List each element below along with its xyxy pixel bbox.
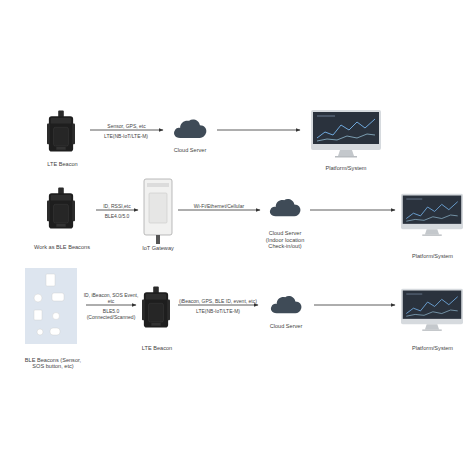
monitor-icon (401, 289, 463, 331)
device-node: BLE Beacons (Sensor, SOS button, etc) (20, 266, 86, 370)
edge-label: ID, iBeacon, SOS Event, etc (83, 292, 139, 304)
edge-label: (iBeacon, GPS, BLE ID, event, etc) (175, 298, 261, 304)
flow-arrow (178, 305, 258, 306)
iot-gateway-device (144, 179, 172, 244)
cloud-icon (174, 120, 206, 138)
protocol-label: BLE5.0 (Connected/Scanned) (86, 308, 136, 320)
flow-arrow (310, 210, 395, 211)
node-caption: Platform/System (412, 345, 453, 352)
edge-label: Wi-Fi/Ethernet/Cellular (175, 203, 263, 209)
device-node: Platform/System (300, 108, 392, 172)
ble-beacon-device (47, 188, 75, 229)
flow-arrow (90, 130, 163, 131)
device-node: Platform/System (395, 284, 470, 352)
node-caption: Platform/System (412, 253, 453, 260)
node-caption: Cloud Server (Indoor location Check-in/o… (260, 230, 310, 250)
device-node: Cloud Server (258, 290, 314, 330)
protocol-label: BLE4.0/5.0 (92, 213, 142, 219)
monitor-icon (401, 194, 463, 236)
lte-beacon-device (47, 111, 75, 152)
flow-arrow (314, 305, 395, 306)
edge-label: Sensor, GPS, etc (87, 123, 166, 129)
protocol-label: LTE(NB-IoT/LTE-M) (86, 133, 166, 139)
device-node: LTE Beacon (136, 282, 178, 352)
flow-arrow (96, 210, 138, 211)
flow-arrow (86, 305, 136, 306)
lte-beacon-device (142, 287, 170, 328)
node-caption: Work as BLE Beacons (34, 244, 90, 251)
protocol-label: LTE(NB-IoT/LTE-M) (178, 308, 258, 314)
node-caption: Cloud Server (174, 147, 207, 154)
node-caption: Platform/System (325, 165, 366, 172)
node-caption: LTE Beacon (142, 345, 172, 352)
node-caption: BLE Beacons (Sensor, SOS button, etc) (20, 357, 86, 370)
monitor-icon (311, 110, 381, 158)
device-node: LTE Beacon (35, 106, 90, 168)
device-node: IoT Gateway (138, 176, 178, 252)
node-caption: LTE Beacon (47, 161, 77, 168)
flow-arrow (217, 130, 300, 131)
device-node: Platform/System (395, 190, 470, 260)
device-node: Cloud Server (Indoor location Check-in/o… (260, 194, 310, 250)
node-caption: Cloud Server (270, 323, 303, 330)
node-caption: IoT Gateway (142, 245, 174, 252)
cloud-icon (271, 296, 302, 313)
ble-beacons-panel (25, 268, 77, 344)
flow-arrow (178, 210, 260, 211)
device-node: Work as BLE Beacons (28, 183, 96, 251)
cloud-icon (270, 199, 301, 216)
edge-label: ID, RSSI,etc (93, 203, 141, 209)
device-node: Cloud Server (163, 114, 217, 154)
